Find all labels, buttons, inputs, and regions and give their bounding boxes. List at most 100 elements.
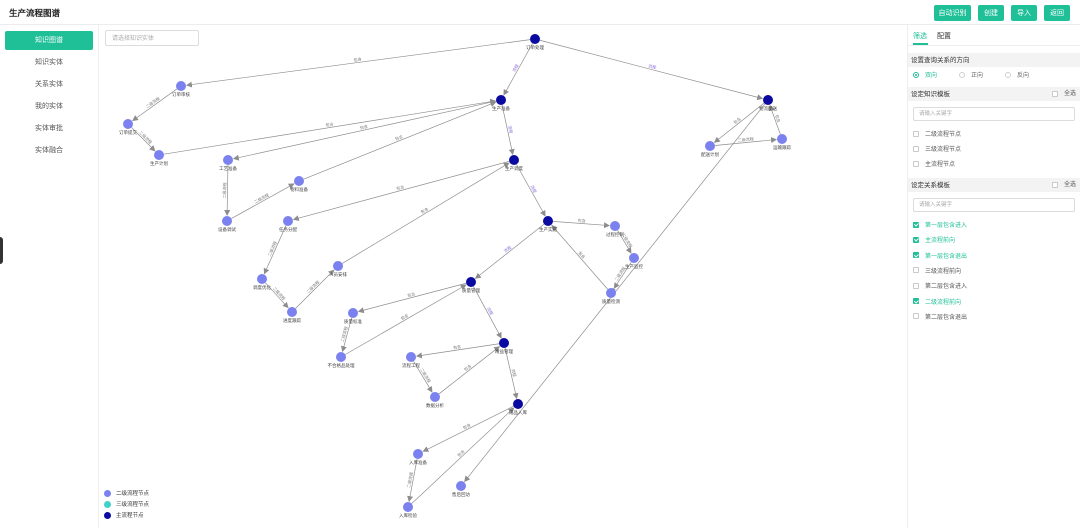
- tab-filter[interactable]: 筛选: [913, 32, 927, 40]
- graph-node[interactable]: 工艺准备: [219, 155, 237, 172]
- graph-edge[interactable]: [539, 39, 764, 101]
- graph-edge[interactable]: [503, 43, 533, 96]
- main-node-circle[interactable]: [499, 338, 509, 348]
- graph-edge[interactable]: [411, 407, 515, 504]
- graph-edge[interactable]: [415, 343, 500, 359]
- level2-node-circle[interactable]: [348, 308, 358, 318]
- sidebar-item-knowledge-entity[interactable]: 知识实体: [35, 58, 63, 66]
- relation-option[interactable]: 第二层包含退出: [913, 312, 967, 321]
- level2-node-circle[interactable]: [403, 502, 413, 512]
- graph-edge[interactable]: [504, 347, 519, 400]
- relation-keyword-input[interactable]: [913, 198, 1075, 212]
- level2-node-circle[interactable]: [287, 307, 297, 317]
- graph-node[interactable]: 物料准备: [290, 176, 308, 193]
- level2-node-circle[interactable]: [430, 392, 440, 402]
- sidebar-item-my-entity[interactable]: 我的实体: [35, 102, 63, 110]
- level2-node-circle[interactable]: [456, 481, 466, 491]
- graph-edge[interactable]: [713, 102, 765, 143]
- level2-node-circle[interactable]: [606, 288, 616, 298]
- graph-node[interactable]: 入库准备: [409, 449, 427, 466]
- graph-edge[interactable]: [422, 405, 514, 452]
- graph-node[interactable]: 生产调度: [505, 155, 523, 172]
- knowledge-option-main[interactable]: 主流程节点: [913, 159, 955, 168]
- tab-config[interactable]: 配置: [937, 32, 951, 40]
- graph-node[interactable]: 售后回访: [452, 481, 470, 498]
- main-node-circle[interactable]: [466, 277, 476, 287]
- graph-node[interactable]: 订单提交: [119, 119, 137, 136]
- graph-edge[interactable]: [224, 164, 231, 217]
- graph-edge[interactable]: [613, 261, 632, 289]
- import-button[interactable]: 导入: [1011, 5, 1037, 21]
- graph-node[interactable]: 任务分配: [279, 216, 297, 233]
- level2-node-circle[interactable]: [176, 81, 186, 91]
- graph-node[interactable]: 配送计划: [701, 141, 719, 158]
- entity-search-input[interactable]: [105, 30, 199, 46]
- main-node-circle[interactable]: [513, 399, 523, 409]
- graph-edge[interactable]: [473, 286, 502, 339]
- level2-node-circle[interactable]: [629, 253, 639, 263]
- radio-both[interactable]: 双向: [913, 70, 937, 79]
- graph-edge[interactable]: [617, 230, 632, 254]
- level2-node-circle[interactable]: [413, 449, 423, 459]
- level2-node-circle[interactable]: [223, 155, 233, 165]
- collapse-handle[interactable]: [0, 237, 3, 264]
- knowledge-select-all[interactable]: 全选: [1051, 87, 1076, 101]
- level2-node-circle[interactable]: [705, 141, 715, 151]
- level2-node-circle[interactable]: [154, 150, 164, 160]
- radio-reverse[interactable]: 反向: [1005, 70, 1029, 79]
- graph-edge[interactable]: [714, 137, 778, 146]
- main-node-circle[interactable]: [543, 216, 553, 226]
- sidebar-item-entity-approval[interactable]: 实体审批: [35, 124, 63, 132]
- graph-node[interactable]: 生产准备: [492, 95, 510, 112]
- graph-node[interactable]: 物流配送: [759, 95, 777, 112]
- graph-node[interactable]: 质量检测: [602, 288, 620, 305]
- graph-node[interactable]: 人员安排: [329, 261, 347, 278]
- graph-node[interactable]: 设备调试: [218, 216, 236, 233]
- sidebar-item-entity-fusion[interactable]: 实体融合: [35, 146, 63, 154]
- level2-node-circle[interactable]: [333, 261, 343, 271]
- graph-node[interactable]: 过程控制: [606, 221, 624, 238]
- graph-edge[interactable]: [132, 88, 178, 122]
- knowledge-option-level2[interactable]: 二级流程节点: [913, 129, 961, 138]
- graph-edge[interactable]: [413, 361, 433, 393]
- graph-node[interactable]: 数据分析: [426, 392, 444, 409]
- graph-edge[interactable]: [163, 98, 497, 155]
- level2-node-circle[interactable]: [406, 352, 416, 362]
- main-node-circle[interactable]: [509, 155, 519, 165]
- relation-select-all[interactable]: 全选: [1051, 178, 1076, 192]
- graph-edge[interactable]: [231, 183, 295, 219]
- main-node-circle[interactable]: [530, 34, 540, 44]
- main-node-circle[interactable]: [763, 95, 773, 105]
- graph-edge[interactable]: [185, 39, 531, 88]
- knowledge-keyword-input[interactable]: [913, 107, 1075, 121]
- relation-option[interactable]: 第二层包含进入: [913, 281, 967, 290]
- graph-edge[interactable]: [474, 223, 545, 279]
- graph-edge[interactable]: [768, 104, 781, 135]
- graph-edge[interactable]: [303, 101, 497, 180]
- level2-node-circle[interactable]: [294, 176, 304, 186]
- graph-node[interactable]: 入库检验: [399, 502, 417, 519]
- level2-node-circle[interactable]: [222, 216, 232, 226]
- relation-option[interactable]: 主流程前向: [913, 235, 955, 244]
- graph-edge[interactable]: [516, 164, 546, 217]
- graph-edge[interactable]: [342, 162, 510, 264]
- graph-edge[interactable]: [263, 225, 287, 275]
- auto-recognize-button[interactable]: 自动识别: [934, 5, 971, 21]
- graph-node[interactable]: 运输跟踪: [773, 134, 791, 151]
- graph-edge[interactable]: [265, 282, 289, 309]
- graph-edge[interactable]: [551, 224, 608, 290]
- graph-node[interactable]: 精益管理: [495, 338, 513, 355]
- level2-node-circle[interactable]: [610, 221, 620, 231]
- graph-edge[interactable]: [131, 127, 156, 152]
- graph-node[interactable]: 流程工程: [402, 352, 420, 369]
- relation-option[interactable]: 第一层包含进入: [913, 220, 967, 229]
- graph-node[interactable]: 成品入库: [509, 399, 527, 416]
- graph-edge[interactable]: [232, 100, 497, 161]
- level2-node-circle[interactable]: [283, 216, 293, 226]
- radio-forward[interactable]: 正向: [959, 70, 983, 79]
- graph-node[interactable]: 订单处理: [526, 34, 544, 51]
- graph-edge[interactable]: [438, 346, 501, 395]
- graph-node[interactable]: 生产监控: [625, 253, 643, 270]
- knowledge-option-level3[interactable]: 三级流程节点: [913, 144, 961, 153]
- back-button[interactable]: 返回: [1044, 5, 1070, 21]
